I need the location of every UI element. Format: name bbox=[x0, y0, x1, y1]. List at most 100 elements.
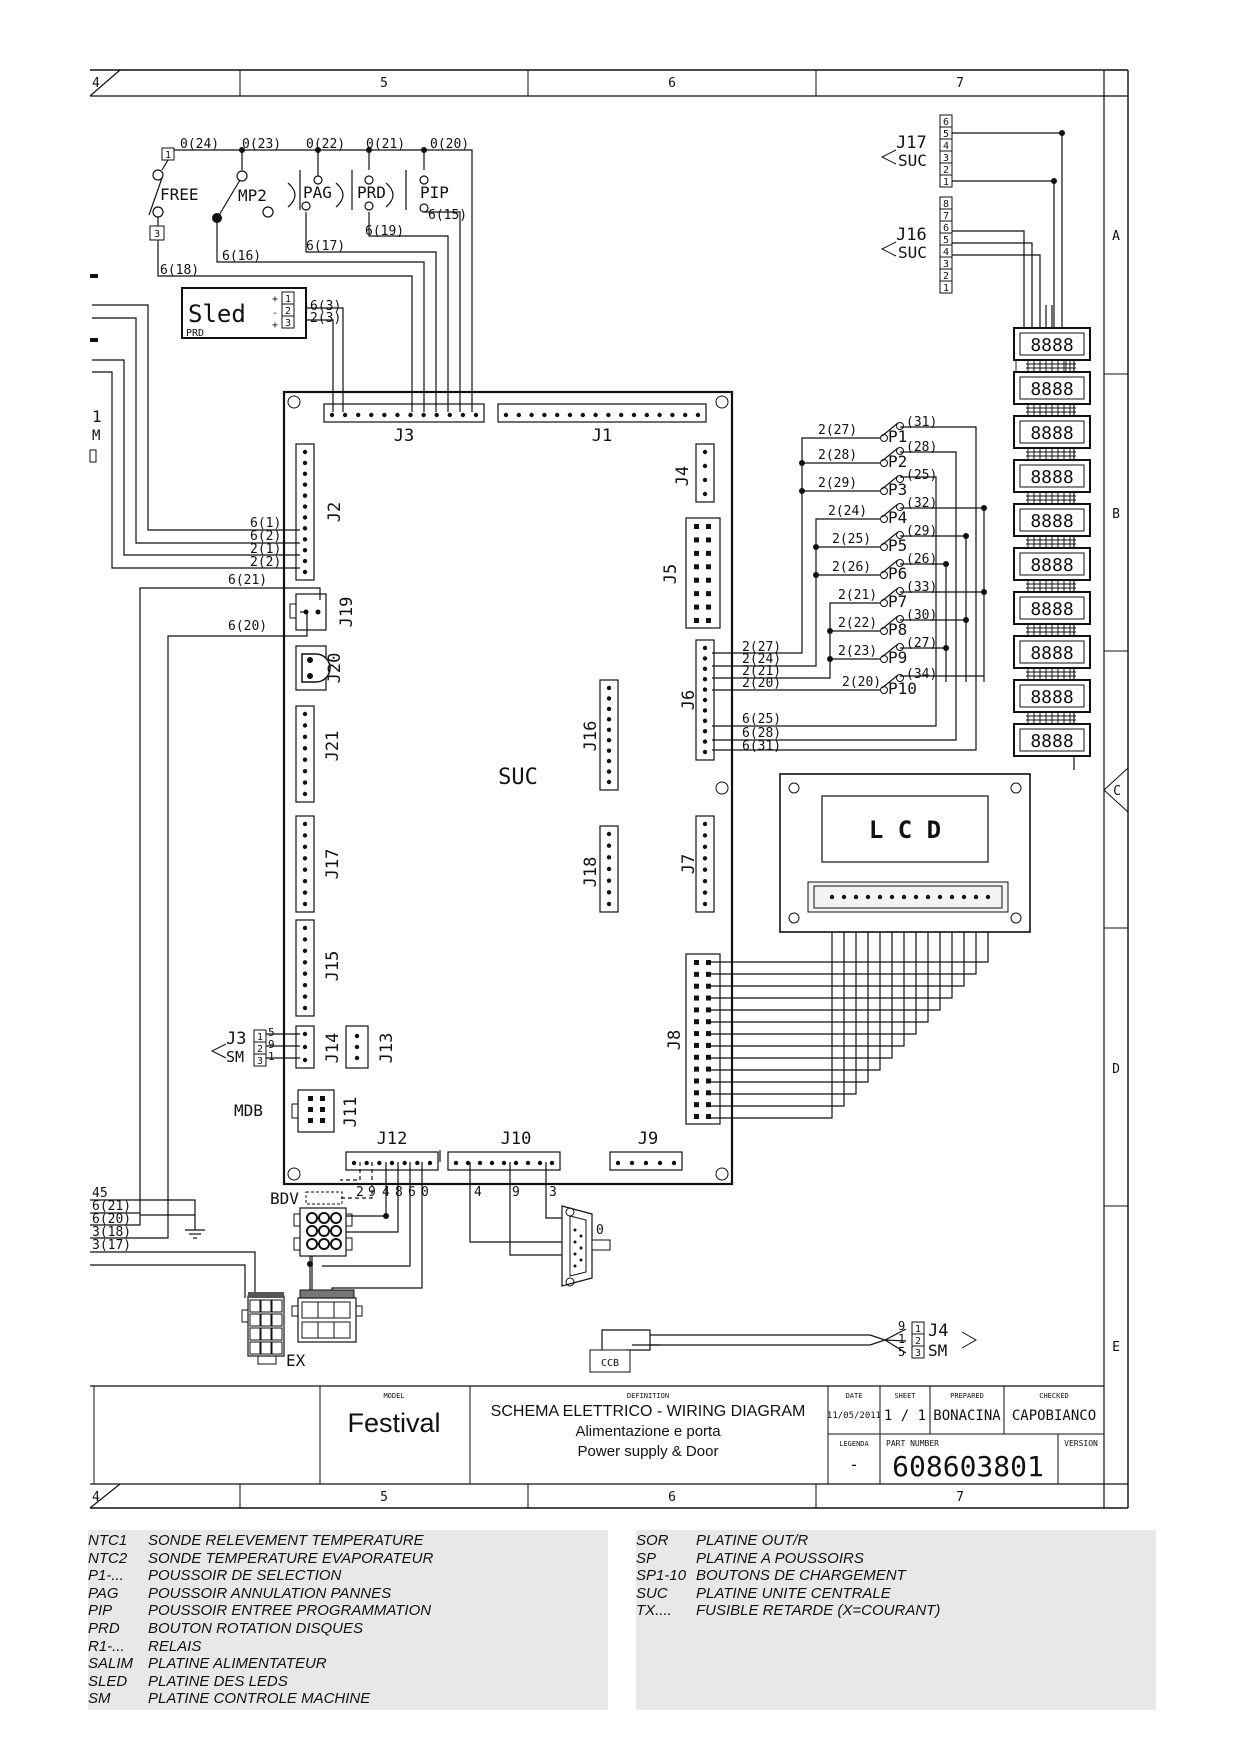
edge-label: 1 bbox=[92, 407, 102, 426]
legend-description: RELAIS bbox=[148, 1637, 202, 1655]
svg-text:6(20): 6(20) bbox=[92, 1212, 131, 1227]
legend-description: POUSSOIR ANNULATION PANNES bbox=[148, 1584, 392, 1602]
wire-label: 2(28) bbox=[818, 448, 857, 463]
selection-button: P62(26)(26) bbox=[832, 552, 937, 583]
connector-label: J7 bbox=[679, 854, 699, 874]
seven-segment-display: 8888 bbox=[1013, 635, 1091, 680]
wire-label: 2(20) bbox=[742, 676, 781, 691]
connector-label: J17 bbox=[323, 849, 343, 880]
display-digits: 8888 bbox=[1030, 423, 1073, 444]
wire-label: 2(20) bbox=[842, 675, 881, 690]
connector-j6: J6 bbox=[679, 639, 715, 761]
wire-label: 2(29) bbox=[818, 476, 857, 491]
legend-code: PRD bbox=[88, 1619, 120, 1637]
wire-label: 2(24) bbox=[828, 504, 867, 519]
connector-j8: J8 bbox=[665, 953, 721, 1125]
wire-label: 0(22) bbox=[306, 137, 345, 152]
seven-segment-display: 8888 bbox=[1013, 327, 1091, 372]
pin-label: 8 bbox=[943, 199, 949, 210]
legend-code: PAG bbox=[88, 1584, 119, 1602]
grid-row-d: D bbox=[1112, 1062, 1120, 1077]
wire-label: 6(16) bbox=[222, 249, 261, 264]
display-digits: 8888 bbox=[1030, 379, 1073, 400]
svg-text:3: 3 bbox=[549, 1185, 557, 1200]
pin-label: 5 bbox=[943, 235, 949, 246]
svg-text:CHECKED: CHECKED bbox=[1039, 1392, 1069, 1400]
wire-label: (28) bbox=[906, 440, 937, 455]
legend-description: PLATINE CONTROLE MACHINE bbox=[148, 1690, 371, 1708]
definition-line-2: Alimentazione e porta bbox=[575, 1423, 721, 1440]
legend-code: SLED bbox=[88, 1672, 128, 1690]
lcd-module: L C D bbox=[779, 773, 1031, 933]
connector-j7: J7 bbox=[679, 815, 715, 913]
wire-label: 2(24) bbox=[742, 652, 781, 667]
svg-text:6(21): 6(21) bbox=[92, 1199, 131, 1214]
pip-button-label: PIP bbox=[420, 183, 449, 202]
junctions bbox=[239, 130, 1065, 1267]
svg-text:-: - bbox=[272, 308, 278, 319]
wire-label: 2(2) bbox=[250, 555, 281, 570]
legend-row: SLED PLATINE DES LEDS bbox=[88, 1673, 608, 1691]
pin-label: 5 bbox=[943, 129, 949, 140]
bdv-connector: BDV bbox=[270, 1189, 363, 1343]
mdb-label: MDB bbox=[234, 1101, 263, 1120]
pin-box-3 bbox=[149, 225, 165, 241]
svg-text:MODEL: MODEL bbox=[383, 1392, 404, 1400]
connector-j17: J17 bbox=[295, 815, 343, 913]
selection-button-label: P4 bbox=[888, 508, 907, 527]
model-name: Festival bbox=[347, 1408, 440, 1438]
selection-button-label: P3 bbox=[888, 480, 907, 499]
connector-j13: J13 bbox=[345, 1025, 397, 1069]
selection-button-label: P5 bbox=[888, 536, 907, 555]
mp2-button-label: MP2 bbox=[238, 186, 267, 205]
legend-code: SM bbox=[88, 1690, 111, 1708]
ccb-device: CCB bbox=[589, 1329, 651, 1373]
prepared-value: BONACINA bbox=[933, 1408, 1001, 1424]
wire-label: 6(21) bbox=[228, 573, 267, 588]
selection-button: P32(29)(25) bbox=[818, 468, 937, 499]
connector-j2: J2 bbox=[295, 443, 345, 581]
svg-text:9: 9 bbox=[268, 1038, 275, 1051]
selection-button-label: P2 bbox=[888, 452, 907, 471]
seven-segment-display: 8888 bbox=[1013, 679, 1091, 724]
legend-description: POUSSOIR ENTREE PROGRAMMATION bbox=[148, 1602, 432, 1620]
connector-label: J9 bbox=[638, 1129, 658, 1149]
pin-box-1-label: 1 bbox=[165, 150, 171, 161]
sled-board: Sled PRD + - + 1 2 3 6(3) 2(3) bbox=[181, 287, 341, 339]
title-block: MODEL Festival DEFINITION SCHEMA ELETTRI… bbox=[319, 1386, 1104, 1484]
wire-label: (30) bbox=[906, 608, 937, 623]
svg-text:0: 0 bbox=[596, 1223, 604, 1238]
grid-col-6: 6 bbox=[668, 76, 676, 91]
svg-text:PART NUMBER: PART NUMBER bbox=[886, 1439, 939, 1448]
j3-sm-connector: 1 2 3 5 9 1 J3 SM bbox=[210, 1026, 275, 1067]
ccb-label: CCB bbox=[601, 1358, 619, 1369]
wire-label: 6(2) bbox=[250, 529, 281, 544]
j6-wire-labels: 2(27) 2(24) 2(21) 2(20) 6(25) 6(28) 6(31… bbox=[742, 640, 781, 754]
ex-connector: EX bbox=[241, 1292, 306, 1370]
grid-col-7-bottom: 7 bbox=[956, 1490, 964, 1505]
j2-wire-labels: 6(1) 6(2) 2(1) 2(2) 6(21) 6(20) bbox=[228, 516, 281, 634]
legend-description: PLATINE DES LEDS bbox=[148, 1672, 288, 1690]
legend-row: SM PLATINE CONTROLE MACHINE bbox=[88, 1690, 608, 1708]
wire-label: (26) bbox=[906, 552, 937, 567]
wire-label: (34) bbox=[906, 667, 937, 682]
pin-label: 1 bbox=[943, 177, 949, 188]
svg-text:9: 9 bbox=[512, 1185, 520, 1200]
edge-label: M bbox=[92, 428, 100, 444]
svg-text:DEFINITION: DEFINITION bbox=[627, 1392, 669, 1400]
date-value: 11/05/2011 bbox=[827, 1411, 881, 1421]
svg-text:2: 2 bbox=[356, 1185, 364, 1200]
connector-j9: J9 bbox=[609, 1129, 683, 1171]
pin-label: 6 bbox=[943, 223, 949, 234]
svg-text:8: 8 bbox=[395, 1185, 403, 1200]
pin-label: 4 bbox=[943, 247, 949, 258]
legend-description: PLATINE A POUSSOIRS bbox=[696, 1549, 864, 1567]
grid-col-6-bottom: 6 bbox=[668, 1490, 676, 1505]
legend-row: PAG POUSSOIR ANNULATION PANNES bbox=[88, 1585, 608, 1603]
